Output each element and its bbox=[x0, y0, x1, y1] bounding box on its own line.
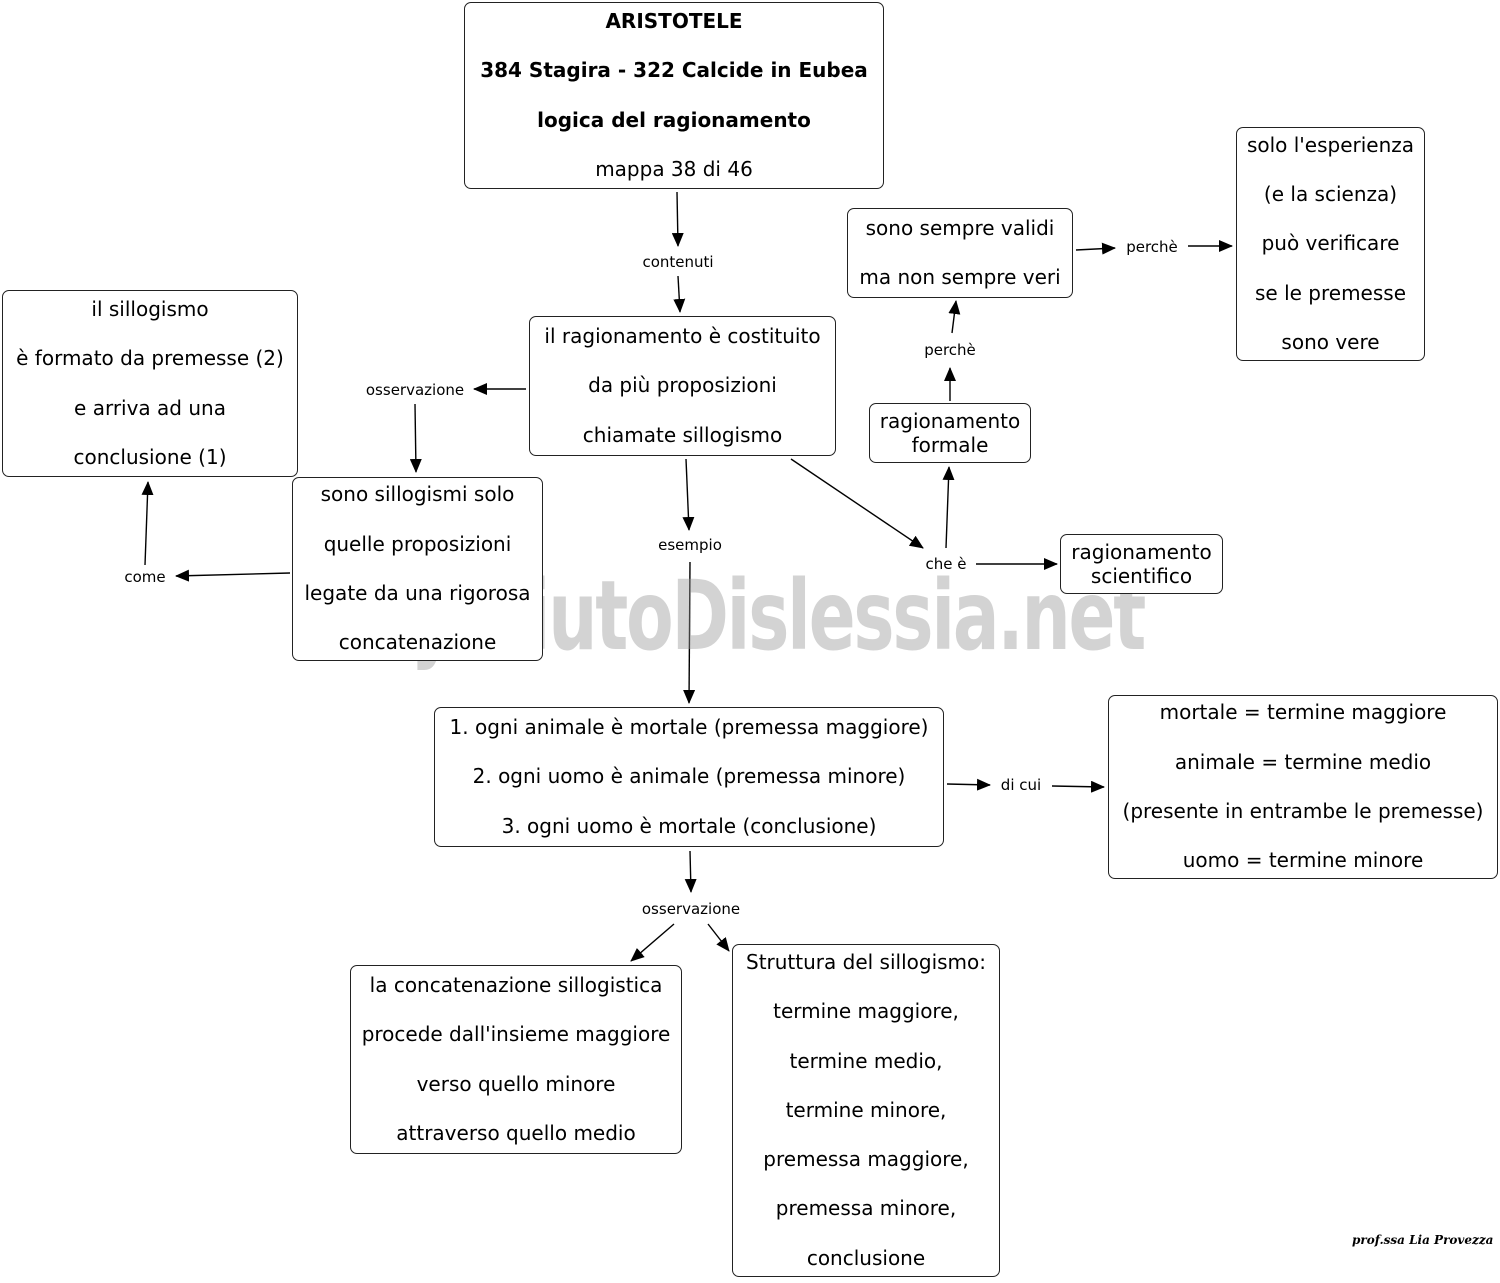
node-line: uomo = termine minore bbox=[1182, 848, 1424, 873]
node-line: premessa maggiore, bbox=[763, 1147, 969, 1172]
node-line: ma non sempre veri bbox=[859, 265, 1061, 289]
link-label-osservazione: osservazione bbox=[363, 381, 467, 399]
author-signature: prof.ssa Lia Provezza bbox=[1352, 1233, 1494, 1247]
node-line: è formato da premesse (2) bbox=[16, 346, 284, 371]
node-line: sono sempre validi bbox=[865, 215, 1055, 240]
node-line: premessa minore, bbox=[775, 1196, 957, 1221]
node-line: termine medio, bbox=[789, 1048, 943, 1073]
node-sillogismo: il sillogismo è formato da premesse (2) … bbox=[2, 290, 298, 477]
node-sono-sillogismi: sono sillogismi solo quelle proposizioni… bbox=[292, 477, 543, 661]
node-line: solo l'esperienza bbox=[1246, 132, 1415, 157]
title-dates: 384 Stagira - 322 Calcide in Eubea bbox=[480, 58, 868, 83]
node-ragionamento-scientifico: ragionamento scientifico bbox=[1060, 534, 1223, 594]
node-line: animale = termine medio bbox=[1174, 749, 1432, 774]
node-line: chiamate sillogismo bbox=[582, 422, 783, 447]
arrow-sono-sillogismi-to-come bbox=[175, 569, 291, 582]
link-label-esempio: esempio bbox=[656, 536, 724, 554]
arrow-example-box-to-osservazione bbox=[684, 850, 697, 893]
node-esperienza: solo l'esperienza (e la scienza) può ver… bbox=[1236, 127, 1425, 361]
link-label-osservazione: osservazione bbox=[639, 900, 743, 918]
link-label-contenuti: contenuti bbox=[640, 253, 716, 271]
arrow-contenuti-to-ragionamento bbox=[673, 275, 686, 313]
node-line: 1. ogni animale è mortale (premessa magg… bbox=[449, 715, 929, 740]
node-line: può verificare bbox=[1261, 231, 1400, 256]
arrow-che-e-to-formale bbox=[942, 466, 955, 549]
node-line: scientifico bbox=[1090, 564, 1193, 588]
node-ragionamento: il ragionamento è costituito da più prop… bbox=[529, 316, 836, 456]
node-line: termine minore, bbox=[785, 1097, 947, 1122]
link-label-come: come bbox=[122, 568, 168, 586]
node-line: mortale = termine maggiore bbox=[1159, 700, 1447, 725]
link-label-perche: perchè bbox=[922, 341, 978, 359]
node-esempio-sillogismo: 1. ogni animale è mortale (premessa magg… bbox=[434, 707, 944, 847]
node-line: verso quello minore bbox=[416, 1071, 616, 1096]
arrow-perche-to-sempre-validi bbox=[948, 300, 961, 334]
title-name: ARISTOTELE bbox=[605, 8, 743, 33]
node-line: sono vere bbox=[1281, 329, 1380, 354]
arrow-come-to-sillogismo bbox=[141, 481, 154, 566]
node-line: legate da una rigorosa bbox=[304, 581, 531, 605]
title-map-number: mappa 38 di 46 bbox=[595, 156, 753, 181]
node-line: (e la scienza) bbox=[1263, 182, 1398, 207]
node-line: sono sillogismi solo bbox=[320, 482, 515, 507]
arrow-di-cui-to-termini bbox=[1051, 780, 1105, 793]
node-line: quelle proposizioni bbox=[323, 531, 512, 556]
link-label-di-cui: di cui bbox=[998, 776, 1044, 794]
node-line: 3. ogni uomo è mortale (conclusione) bbox=[501, 813, 877, 838]
arrow-osservazione-to-concatenazione bbox=[630, 923, 675, 962]
node-line: Struttura del sillogismo: bbox=[746, 949, 986, 974]
node-line: il sillogismo bbox=[91, 296, 209, 321]
node-concatenazione: la concatenazione sillogistica procede d… bbox=[350, 965, 682, 1154]
link-label-perche: perchè bbox=[1124, 238, 1180, 256]
node-line: termine maggiore, bbox=[773, 999, 959, 1024]
node-line: concatenazione bbox=[338, 630, 497, 655]
node-termini: mortale = termine maggiore animale = ter… bbox=[1108, 695, 1498, 879]
arrow-example-box-to-di-cui bbox=[946, 778, 991, 791]
node-line: attraverso quello medio bbox=[396, 1120, 636, 1145]
node-sempre-validi: sono sempre validi ma non sempre veri bbox=[847, 208, 1073, 298]
arrow-osservazione-to-sono-sillogismi bbox=[409, 403, 422, 473]
node-line: ragionamento bbox=[1071, 539, 1212, 564]
node-line: formale bbox=[911, 433, 989, 457]
arrow-title-to-contenuti bbox=[671, 191, 684, 247]
node-line: da più proposizioni bbox=[588, 373, 777, 398]
node-line: conclusione bbox=[806, 1245, 926, 1270]
node-line: e arriva ad una bbox=[74, 395, 226, 420]
node-line: conclusione (1) bbox=[73, 444, 227, 469]
arrow-ragionamento-to-che-e bbox=[790, 458, 924, 549]
title-node: ARISTOTELE 384 Stagira - 322 Calcide in … bbox=[464, 2, 884, 189]
node-line: se le premesse bbox=[1254, 280, 1406, 305]
arrow-sempre-validi-to-perche bbox=[1075, 242, 1116, 255]
node-line: 2. ogni uomo è animale (premessa minore) bbox=[472, 764, 906, 789]
arrow-ragionamento-to-esempio bbox=[682, 458, 695, 531]
node-line: (presente in entrambe le premesse) bbox=[1122, 799, 1484, 823]
node-ragionamento-formale: ragionamento formale bbox=[869, 403, 1031, 463]
node-line: ragionamento bbox=[879, 408, 1021, 433]
arrow-esempio-to-example-box bbox=[683, 561, 696, 704]
arrow-osservazione-to-struttura bbox=[707, 923, 730, 952]
title-topic: logica del ragionamento bbox=[537, 107, 811, 132]
node-line: il ragionamento è costituito bbox=[544, 324, 821, 349]
link-label-che-e: che è bbox=[923, 555, 969, 573]
node-struttura: Struttura del sillogismo: termine maggio… bbox=[732, 944, 1000, 1277]
node-line: la concatenazione sillogistica bbox=[369, 972, 663, 997]
node-line: procede dall'insieme maggiore bbox=[361, 1022, 671, 1047]
